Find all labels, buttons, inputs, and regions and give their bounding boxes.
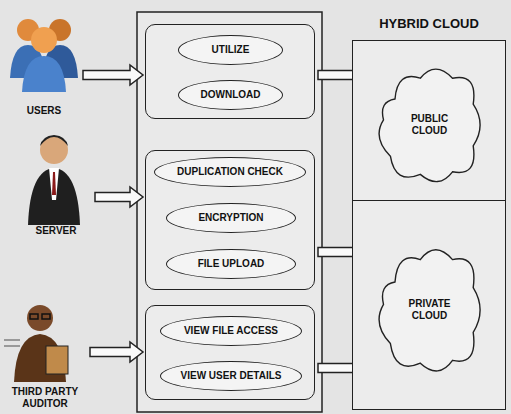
node-label: VIEW USER DETAILS	[181, 370, 282, 382]
server-icon	[28, 135, 80, 225]
node-label: THIRD PARTY AUDITOR	[3, 386, 87, 410]
process-ellipse: ENCRYPTION	[166, 203, 296, 233]
users-icon	[10, 19, 78, 92]
node-label: VIEW FILE ACCESS	[184, 325, 278, 337]
block-arrow	[95, 187, 143, 207]
node-label: DUPLICATION CHECK	[177, 166, 283, 178]
process-group: DUPLICATION CHECK ENCRYPTION FILE UPLOAD	[145, 150, 315, 290]
divider	[353, 200, 505, 201]
process-group: UTILIZE DOWNLOAD	[145, 24, 315, 119]
actor: USERS	[8, 5, 80, 118]
block-arrow	[83, 65, 143, 85]
heading: HYBRID CLOUD	[352, 16, 506, 32]
node-label: ENCRYPTION	[198, 212, 263, 224]
node-label: UTILIZE	[212, 44, 250, 56]
node-label: SERVER	[36, 225, 77, 237]
node-label: DOWNLOAD	[201, 89, 261, 101]
actor: SERVER	[20, 125, 92, 238]
node-label: PRIVATE CLOUD	[399, 298, 461, 322]
block-arrow	[90, 342, 143, 362]
node-label: FILE UPLOAD	[198, 258, 265, 270]
cloud-shape: PRIVATE CLOUD	[372, 240, 487, 380]
auditor-icon	[4, 305, 68, 382]
process-ellipse: UTILIZE	[178, 35, 283, 65]
process-ellipse: DUPLICATION CHECK	[154, 157, 306, 187]
node-label: PUBLIC CLOUD	[399, 113, 461, 137]
process-ellipse: DOWNLOAD	[178, 80, 283, 110]
process-ellipse: VIEW USER DETAILS	[160, 361, 302, 391]
process-ellipse: FILE UPLOAD	[166, 249, 296, 279]
cloud-shape: PUBLIC CLOUD	[372, 60, 487, 190]
process-group: VIEW FILE ACCESS VIEW USER DETAILS	[145, 305, 315, 400]
node-label: USERS	[27, 105, 61, 117]
actor: THIRD PARTY AUDITOR	[3, 300, 87, 411]
middle-frame	[137, 12, 322, 412]
hybrid-cloud-box: HYBRID CLOUD PUBLIC CLOUD PRIVATE CLOUD	[352, 10, 506, 410]
process-ellipse: VIEW FILE ACCESS	[160, 316, 302, 346]
